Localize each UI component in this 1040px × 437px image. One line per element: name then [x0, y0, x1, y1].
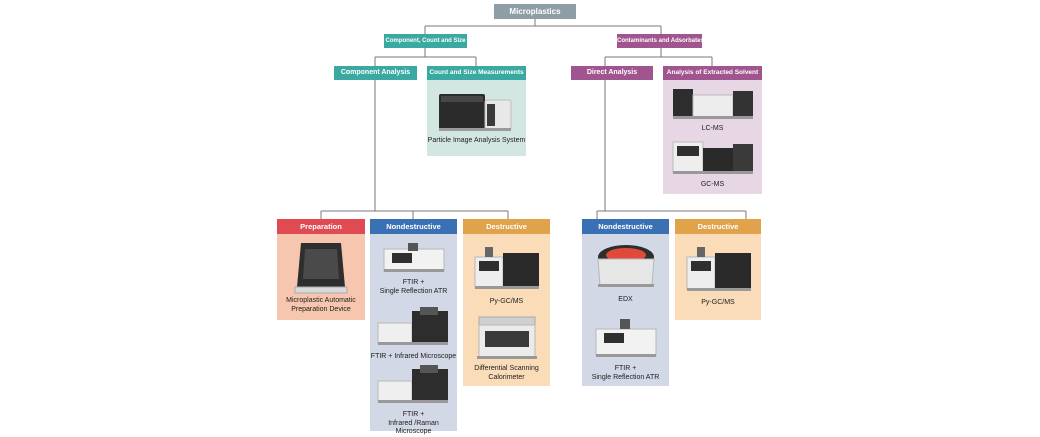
branch-contaminants-adsorbates: Contaminants and Adsorbates	[617, 34, 704, 48]
dsc-device-icon	[477, 316, 537, 359]
py-gcms-right-label: Py-GC/MS	[701, 299, 735, 306]
lc-ms-label: LC-MS	[701, 125, 724, 132]
py-gcms-left-label: Py-GC/MS	[489, 298, 524, 305]
extracted-solvent-header: Analysis of Extracted Solvent	[663, 66, 762, 80]
component-analysis-label: Component Analysis	[340, 69, 411, 76]
destructive-right-label: Destructive	[697, 222, 739, 231]
ftir-atr-device-icon	[383, 243, 445, 272]
preparation-panel: Preparation Microplastic Automatic Prepa…	[277, 219, 365, 320]
nondestructive-left-label: Nondestructive	[386, 222, 441, 231]
direct-analysis-header: Direct Analysis	[571, 66, 653, 80]
preparation-device-icon	[294, 243, 348, 294]
destructive-left-header: Destructive	[463, 219, 550, 234]
nondestructive-right-label: Nondestructive	[598, 222, 653, 231]
ftir-infrared-microscope-label: FTIR + Infrared Microscope	[370, 353, 457, 360]
gc-ms-device-icon	[672, 141, 753, 174]
count-size-header: Count and Size Measurements	[427, 66, 526, 80]
branch-left-label: Component, Count and Size	[385, 38, 466, 44]
lc-ms-device-icon	[673, 89, 753, 119]
branch-component-count-size: Component, Count and Size	[384, 34, 467, 48]
preparation-label: Preparation	[300, 222, 342, 231]
destructive-right-panel: Destructive Py-GC/MS	[675, 219, 761, 320]
ftir-atr-label: FTIR + Single Reflection ATR	[379, 279, 448, 295]
count-size-item-label: Particle Image Analysis System	[427, 137, 526, 144]
branch-right-label: Contaminants and Adsorbates	[617, 38, 704, 44]
ftir-infrared-raman-microscope-device-icon	[377, 365, 448, 403]
py-gcms-right-device-icon	[686, 247, 751, 291]
nondestructive-right-header: Nondestructive	[582, 219, 669, 234]
edx-label: EDX	[618, 296, 633, 303]
count-size-panel: Count and Size Measurements Particle Ima…	[427, 66, 526, 156]
extracted-solvent-label: Analysis of Extracted Solvent	[666, 69, 759, 76]
ftir-atr-right-device-icon	[595, 319, 657, 357]
root-label: Microplastics	[509, 7, 561, 16]
nondestructive-left-panel: Nondestructive FTIR + Single Reflection …	[370, 219, 457, 435]
preparation-header: Preparation	[277, 219, 365, 234]
gc-ms-label: GC-MS	[700, 181, 725, 188]
ftir-infrared-raman-microscope-label: FTIR + Infrared /Raman Microscope	[388, 411, 439, 435]
dsc-label: Differential Scanning Calorimeter	[474, 365, 539, 381]
destructive-right-header: Destructive	[675, 219, 761, 234]
nondestructive-left-header: Nondestructive	[370, 219, 457, 234]
root-node: Microplastics	[494, 4, 576, 19]
preparation-item-label: Microplastic Automatic Preparation Devic…	[286, 297, 356, 313]
ftir-infrared-microscope-device-icon	[377, 307, 448, 345]
edx-device-icon	[597, 245, 655, 287]
count-size-label: Count and Size Measurements	[429, 69, 524, 76]
direct-analysis-label: Direct Analysis	[586, 69, 638, 76]
destructive-left-label: Destructive	[486, 222, 527, 231]
py-gcms-device-icon	[474, 247, 539, 289]
component-analysis-header: Component Analysis	[334, 66, 417, 80]
particle-image-analysis-device-icon	[439, 94, 512, 131]
extracted-solvent-panel: Analysis of Extracted Solvent LC-MS GC-M…	[663, 66, 762, 194]
ftir-atr-right-label: FTIR + Single Reflection ATR	[591, 365, 660, 381]
nondestructive-right-panel: Nondestructive EDX FTIR + Single Reflect…	[582, 219, 669, 386]
destructive-left-panel: Destructive Py-GC/MS Differential Scanni…	[463, 219, 550, 386]
